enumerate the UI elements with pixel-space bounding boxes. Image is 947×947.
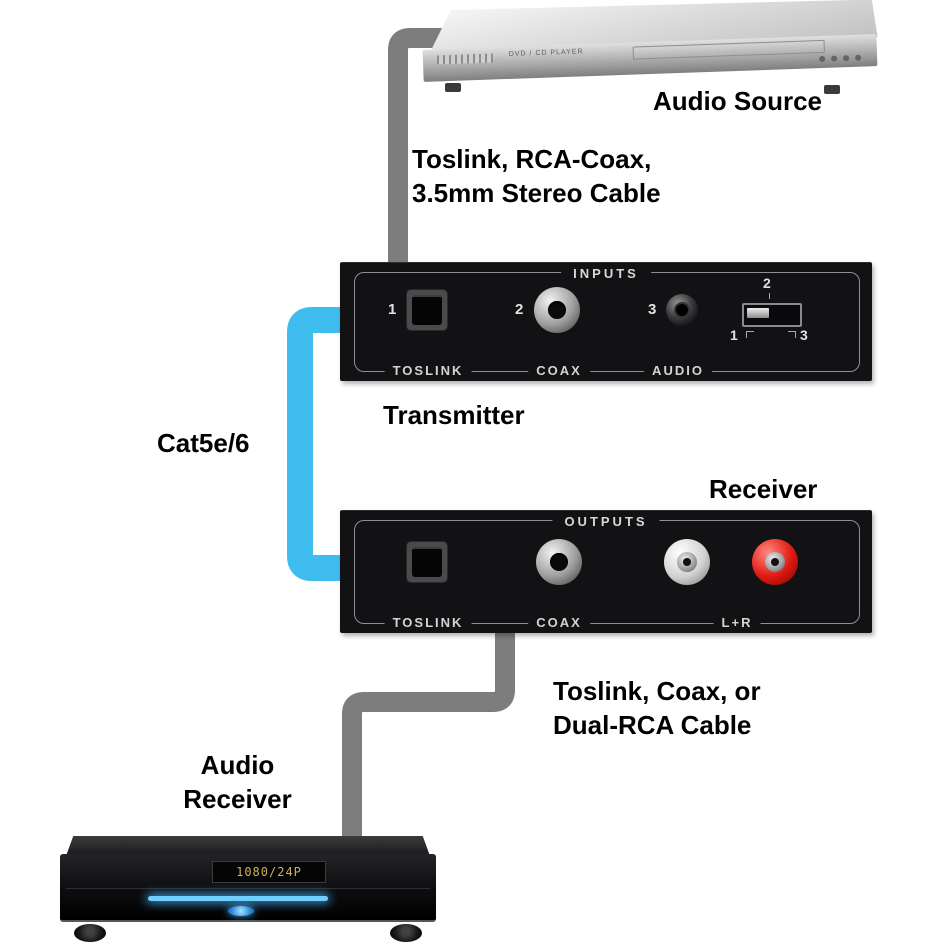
bottom-cable-label-line2: Dual-RCA Cable xyxy=(553,710,752,740)
selector-position-1: 1 xyxy=(730,327,738,343)
selector-tick xyxy=(788,331,796,338)
toslink-port-label: TOSLINK xyxy=(384,615,472,630)
input-selector-switch xyxy=(742,303,802,327)
dvd-button xyxy=(819,55,826,63)
toslink-port-label: TOSLINK xyxy=(384,363,472,378)
receiver-to-amp-cable xyxy=(342,618,515,852)
rca-white-port xyxy=(664,539,710,585)
selector-knob xyxy=(747,308,769,318)
audio-source-label: Audio Source xyxy=(653,86,823,116)
port-number-2: 2 xyxy=(515,301,524,318)
top-cable-label-line2: 3.5mm Stereo Cable xyxy=(412,178,661,208)
audio-35mm-input-port xyxy=(666,294,698,326)
toslink-port-opening xyxy=(412,295,442,325)
toslink-output-port xyxy=(406,541,448,583)
receiver-label: Receiver xyxy=(709,474,818,504)
coax-input-port xyxy=(534,287,580,333)
port-number-3: 3 xyxy=(648,301,657,318)
coax-port-label: COAX xyxy=(528,363,590,378)
cat5-cable xyxy=(287,307,352,581)
outputs-title: OUTPUTS xyxy=(552,514,660,529)
disc-tray-glow xyxy=(148,896,328,901)
bdp-display-text: 1080/24P xyxy=(236,865,302,879)
bluray-logo xyxy=(228,906,254,916)
bdp-display: 1080/24P xyxy=(212,861,326,883)
coax-output-port xyxy=(536,539,582,585)
transmitter-panel: INPUTS 1 2 3 2 1 3 TOSLINK COAX AUDIO xyxy=(340,262,872,381)
bottom-cable-label: Toslink, Coax, or Dual-RCA Cable xyxy=(553,674,761,742)
audio-receiver-label-line2: Receiver xyxy=(183,784,292,814)
bdp-seam xyxy=(66,888,430,889)
rca-red-port xyxy=(752,539,798,585)
audio-jack-hole xyxy=(674,302,690,318)
port-number-1: 1 xyxy=(388,301,397,318)
lr-port-label: L+R xyxy=(713,615,761,630)
audio-source-device: DVD / CD PLAYER xyxy=(415,0,880,94)
coax-port-hole xyxy=(550,553,568,571)
dvd-button xyxy=(855,54,862,61)
dvd-foot xyxy=(824,85,840,94)
bdp-foot xyxy=(390,924,422,942)
audio-receiver-device: 1080/24P xyxy=(60,836,436,942)
top-cable-label: Toslink, RCA-Coax, 3.5mm Stereo Cable xyxy=(412,142,661,210)
selector-tick xyxy=(746,331,754,338)
bdp-foot xyxy=(74,924,106,942)
inputs-title: INPUTS xyxy=(561,266,651,281)
source-to-transmitter-cable xyxy=(388,28,470,275)
selector-position-3: 3 xyxy=(800,327,808,343)
coax-port-hole xyxy=(548,301,566,319)
dvd-front-text: DVD / CD PLAYER xyxy=(508,48,584,58)
dvd-button xyxy=(831,55,838,62)
audio-receiver-label-line1: Audio xyxy=(200,750,275,780)
dvd-button xyxy=(843,55,850,62)
dvd-disc-tray xyxy=(632,39,825,60)
coax-port-label: COAX xyxy=(528,615,590,630)
rca-hole xyxy=(683,558,691,566)
selector-position-2: 2 xyxy=(763,275,771,291)
dvd-buttons xyxy=(819,54,862,63)
bdp-front-panel: 1080/24P xyxy=(60,854,436,922)
bdp-top-surface xyxy=(66,836,430,856)
top-cable-label-line1: Toslink, RCA-Coax, xyxy=(412,144,652,174)
receiver-panel: OUTPUTS TOSLINK COAX L+R xyxy=(340,510,872,633)
dvd-vents xyxy=(436,53,494,65)
bottom-cable-label-line1: Toslink, Coax, or xyxy=(553,676,761,706)
rca-hole xyxy=(771,558,779,566)
toslink-port-opening xyxy=(412,547,442,577)
audio-port-label: AUDIO xyxy=(644,363,712,378)
selector-tick xyxy=(769,293,770,299)
toslink-input-port xyxy=(406,289,448,331)
transmitter-label: Transmitter xyxy=(383,400,525,430)
dvd-foot xyxy=(445,83,461,92)
cat5-cable-label: Cat5e/6 xyxy=(157,428,250,458)
audio-receiver-label: Audio Receiver xyxy=(140,748,335,816)
